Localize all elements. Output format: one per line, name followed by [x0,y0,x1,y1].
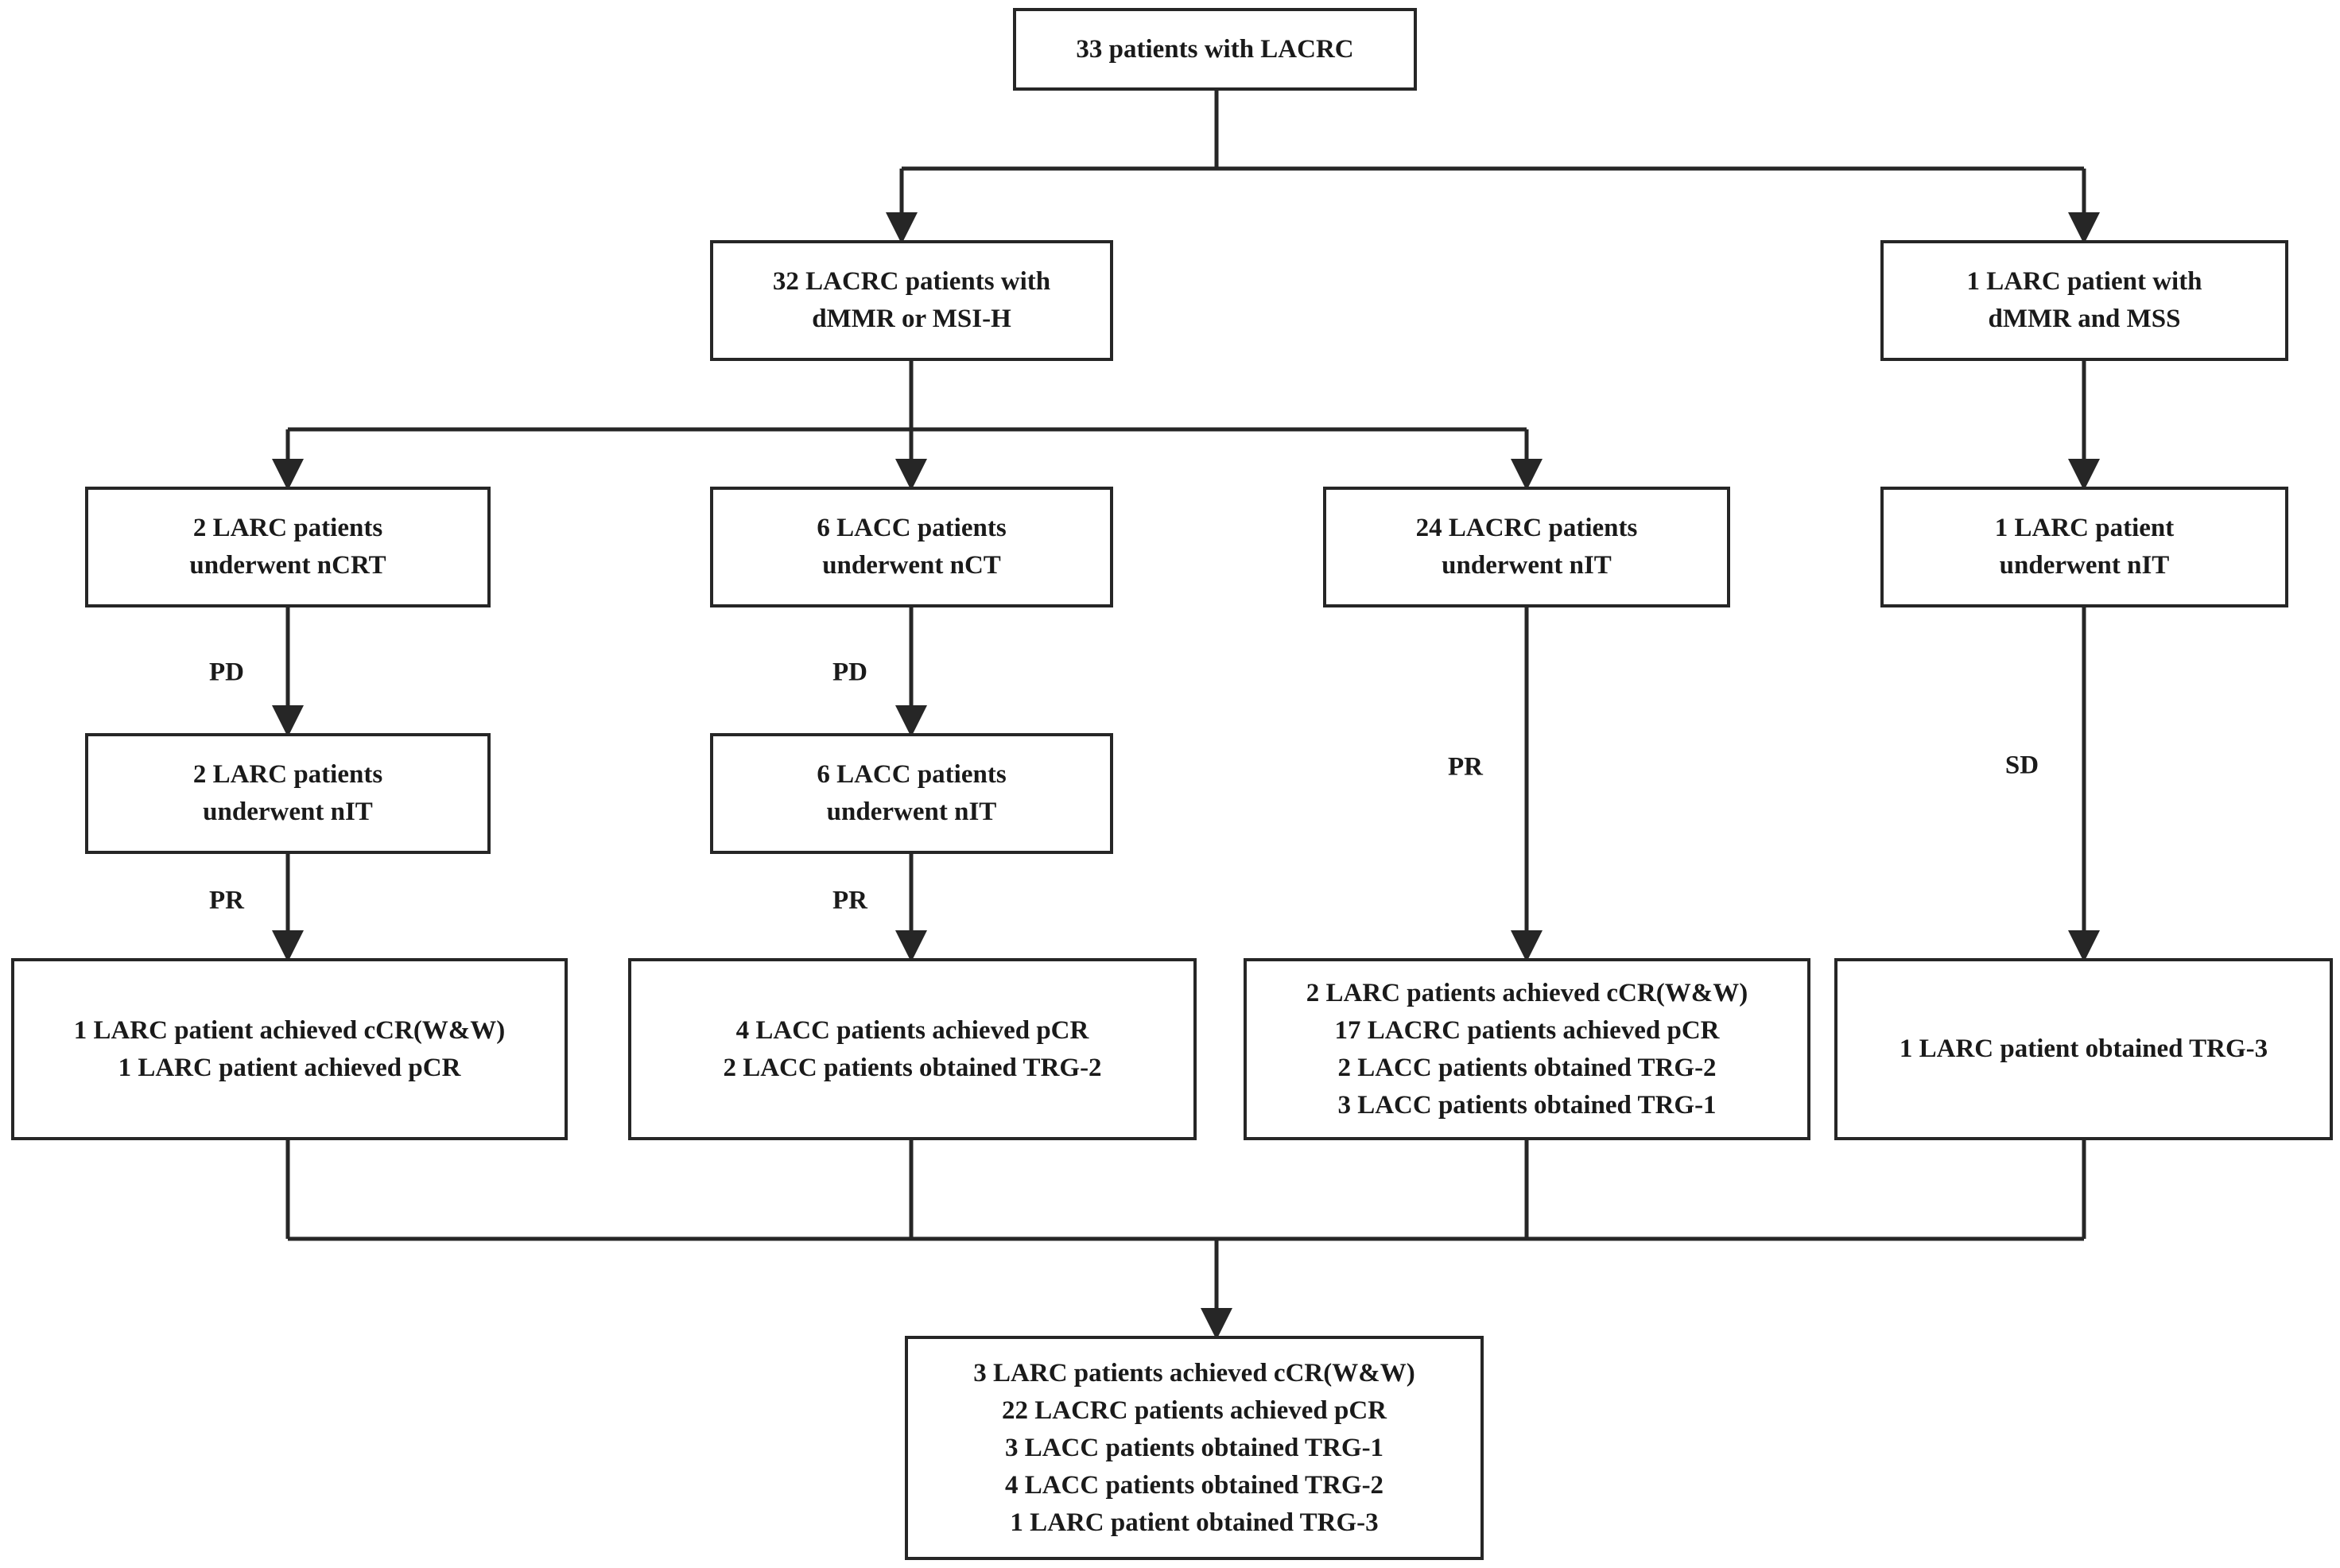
node-outcome-nit: 2 LARC patients achieved cCR(W&W) 17 LACR… [1244,958,1810,1140]
node-outcome-larc: 1 LARC patient achieved cCR(W&W) 1 LARC p… [11,958,568,1140]
label-sd-mss: SD [2004,751,2039,780]
node-text-line: 3 LARC patients achieved cCR(W&W) [973,1358,1415,1388]
label-pr-nit: PR [1448,752,1483,782]
node-text-line: 24 LACRC patients [1415,514,1638,542]
node-dmmr-msi-h: 32 LACRC patients with dMMR or MSI-H [710,240,1113,361]
node-text-line: 3 LACC patients obtained TRG-1 [1337,1090,1717,1120]
node-dmmr-mss: 1 LARC patient with dMMR and MSS [1880,240,2288,361]
node-text-line: 1 LARC patient achieved pCR [118,1053,461,1082]
node-text-line: underwent nCRT [189,551,386,580]
node-text-line: dMMR or MSI-H [812,305,1011,333]
node-text-line: 2 LACC patients obtained TRG-2 [1337,1053,1717,1082]
node-outcome-mss: 1 LARC patient obtained TRG-3 [1834,958,2333,1140]
node-text-line: 1 LARC patient with [1966,267,2202,296]
node-nit-lacc: 6 LACC patients underwent nIT [710,733,1113,854]
node-text-line: 2 LARC patients [192,514,383,542]
node-nct: 6 LACC patients underwent nCT [710,487,1113,607]
node-text-line: underwent nCT [822,551,1001,580]
node-all-patients: 33 patients with LACRC [1013,8,1417,91]
node-text-line: 4 LACC patients obtained TRG-2 [1004,1470,1384,1500]
node-text-line: 32 LACRC patients with [772,267,1051,296]
node-text-line: 17 LACRC patients achieved pCR [1334,1015,1720,1045]
node-text-line: underwent nIT [203,798,373,826]
node-text-line: 1 LARC patient [1994,514,2175,542]
node-text-line: 2 LARC patients achieved cCR(W&W) [1306,978,1748,1007]
label-pr-larc: PR [209,886,244,915]
node-text-line: 6 LACC patients [817,514,1007,542]
node-text-line: underwent nIT [1999,551,2170,580]
node-final-summary: 3 LARC patients achieved cCR(W&W) 22 LACR… [905,1336,1484,1560]
node-text-line: 1 LARC patient obtained TRG-3 [1899,1034,2268,1063]
node-text-line: 4 LACC patients achieved pCR [735,1015,1089,1045]
node-text-line: 3 LACC patients obtained TRG-1 [1004,1433,1384,1462]
node-nit24: 24 LACRC patients underwent nIT [1323,487,1730,607]
node-nit-larc: 2 LARC patients underwent nIT [85,733,491,854]
node-text-line: dMMR and MSS [1988,305,2181,333]
node-text-line: underwent nIT [1442,551,1612,580]
label-pd-nct: PD [832,658,867,687]
node-outcome-lacc: 4 LACC patients achieved pCR 2 LACC patie… [628,958,1197,1140]
node-text-line: 2 LACC patients obtained TRG-2 [723,1053,1102,1082]
node-ncrt: 2 LARC patients underwent nCRT [85,487,491,607]
node-nit1: 1 LARC patient underwent nIT [1880,487,2288,607]
node-text-line: 1 LARC patient obtained TRG-3 [1010,1508,1379,1537]
node-text-line: 1 LARC patient achieved cCR(W&W) [73,1015,506,1045]
node-text-line: 2 LARC patients [192,760,383,789]
label-pd-ncrt: PD [209,658,244,687]
node-text-line: 22 LACRC patients achieved pCR [1001,1395,1387,1425]
label-pr-lacc: PR [832,886,867,915]
node-text-line: underwent nIT [826,798,997,826]
node-text-line: 33 patients with LACRC [1076,34,1354,64]
node-text-line: 6 LACC patients [817,760,1007,789]
